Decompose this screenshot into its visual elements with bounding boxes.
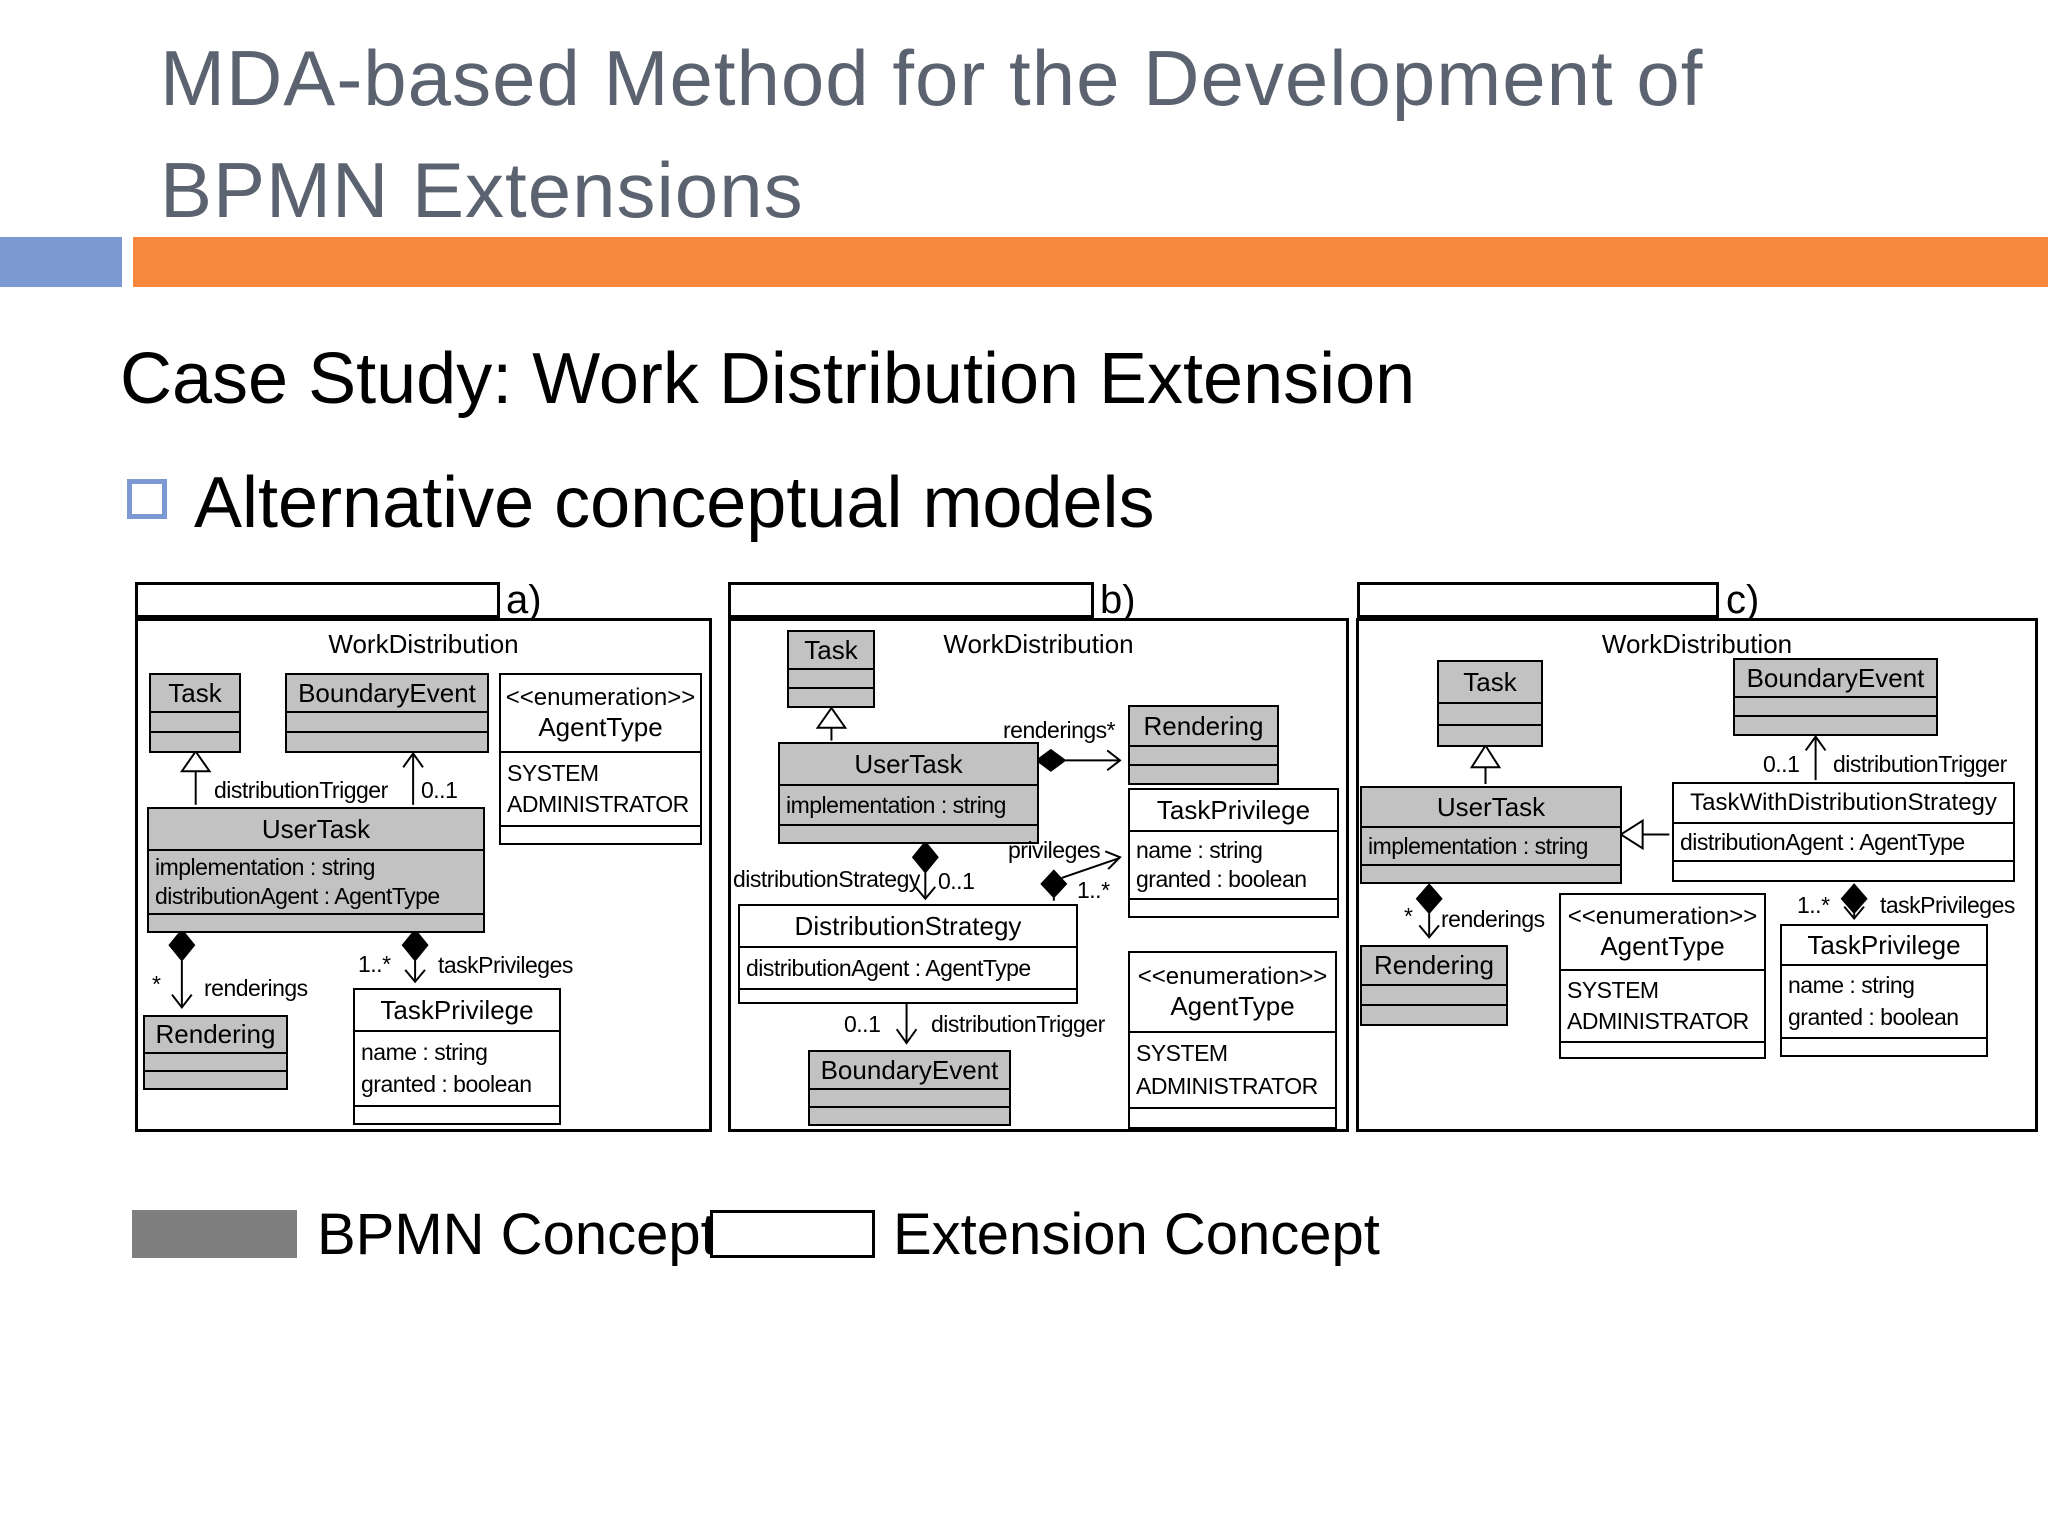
class-task-with-distribution-strategy: TaskWithDistributionStrategy distributio… <box>1672 782 2015 882</box>
legend-extension-label: Extension Concept <box>893 1202 1380 1267</box>
class-boundary-event: BoundaryEvent <box>1733 658 1938 736</box>
accent-orange-bar <box>133 237 2048 287</box>
bullet-text: Alternative conceptual models <box>194 463 1155 543</box>
package-c-name: WorkDistribution <box>1601 629 1793 659</box>
edge-label-privileges-multiplicity: 1..* <box>1077 877 1110 903</box>
edge-label-renderings: renderings <box>1441 906 1545 932</box>
edge-label-renderings-multiplicity: * <box>1404 903 1413 929</box>
edge-label-trigger-multiplicity: 0..1 <box>421 777 458 803</box>
legend-extension-swatch <box>710 1210 875 1258</box>
class-boundary-event: BoundaryEvent <box>285 673 489 753</box>
class-task-privilege: TaskPrivilege name : string granted : bo… <box>1780 924 1988 1057</box>
class-user-task: UserTask implementation : string <box>778 742 1039 844</box>
class-boundary-event: BoundaryEvent <box>808 1050 1011 1126</box>
enum-stereotype: <<enumeration>> <box>1567 902 1758 930</box>
edge-label-task-privileges: taskPrivileges <box>1880 892 2015 918</box>
edge-label-distribution-trigger: distributionTrigger <box>214 777 388 803</box>
package-c-label: c) <box>1726 578 1760 622</box>
class-task: Task <box>149 673 241 753</box>
enum-name: AgentType <box>1170 990 1295 1021</box>
package-a-frame: WorkDistribution Task BoundaryEvent <<en… <box>135 618 712 1132</box>
edge-label-distribution-strategy: distributionStrategy <box>733 866 920 892</box>
class-task: Task <box>1437 660 1543 747</box>
edge-label-task-privileges: taskPrivileges <box>438 952 573 978</box>
edge-label-privileges-multiplicity: 1..* <box>358 951 391 977</box>
enum-stereotype: <<enumeration>> <box>505 683 696 711</box>
class-rendering: Rendering <box>1128 705 1279 785</box>
class-task: Task <box>787 630 875 708</box>
class-task-privilege: TaskPrivilege name : string granted : bo… <box>1128 788 1339 918</box>
class-user-task: UserTask implementation : string distrib… <box>147 807 485 933</box>
enum-stereotype: <<enumeration>> <box>1137 962 1328 990</box>
class-rendering: Rendering <box>143 1015 288 1090</box>
legend-bpmn-swatch <box>132 1210 297 1258</box>
package-c-frame: WorkDistribution Task BoundaryEvent User… <box>1356 618 2038 1132</box>
package-b-label: b) <box>1100 578 1136 622</box>
edge-label-trigger-multiplicity: 0..1 <box>844 1011 881 1037</box>
package-a-name: WorkDistribution <box>328 629 519 659</box>
edge-label-distribution-trigger: distributionTrigger <box>931 1011 1105 1037</box>
edge-label-privileges-multiplicity: 1..* <box>1797 892 1830 918</box>
edge-label-renderings: renderings <box>204 975 308 1001</box>
slide-title-line1: MDA-based Method for the Development of <box>160 34 1704 122</box>
enum-agent-type: <<enumeration>> AgentType SYSTEM ADMINIS… <box>1128 951 1337 1129</box>
package-a-label: a) <box>506 578 542 622</box>
class-distribution-strategy: DistributionStrategy distributionAgent :… <box>738 904 1078 1004</box>
edge-label-strategy-multiplicity: 0..1 <box>938 868 975 894</box>
enum-agent-type: <<enumeration>> AgentType SYSTEM ADMINIS… <box>1559 893 1766 1059</box>
slide-title-line2: BPMN Extensions <box>160 146 804 234</box>
package-a-tab <box>135 582 500 618</box>
legend-bpmn-label: BPMN Concept <box>317 1202 717 1267</box>
edge-label-renderings: renderings* <box>1003 717 1116 743</box>
class-rendering: Rendering <box>1360 945 1508 1026</box>
package-b-name: WorkDistribution <box>943 629 1134 659</box>
class-user-task: UserTask implementation : string <box>1360 786 1622 884</box>
class-task-privilege: TaskPrivilege name : string granted : bo… <box>353 988 561 1125</box>
enum-name: AgentType <box>1600 930 1725 961</box>
edge-label-trigger-multiplicity: 0..1 <box>1763 751 1800 777</box>
accent-blue-block <box>0 237 122 287</box>
edge-label-renderings-multiplicity: * <box>152 971 161 997</box>
enum-name: AgentType <box>538 711 663 742</box>
edge-label-distribution-trigger: distributionTrigger <box>1833 751 2007 777</box>
slide-title: MDA-based Method for the Development of … <box>160 22 1703 246</box>
bullet-square-icon <box>127 479 167 519</box>
section-heading: Case Study: Work Distribution Extension <box>120 339 1416 419</box>
edge-label-privileges: privileges <box>1008 837 1101 863</box>
enum-agent-type: <<enumeration>> AgentType SYSTEM ADMINIS… <box>499 673 702 845</box>
package-b-frame: WorkDistribution Task UserTask implement… <box>728 618 1349 1132</box>
package-c-tab <box>1357 582 1719 618</box>
package-b-tab <box>728 582 1094 618</box>
